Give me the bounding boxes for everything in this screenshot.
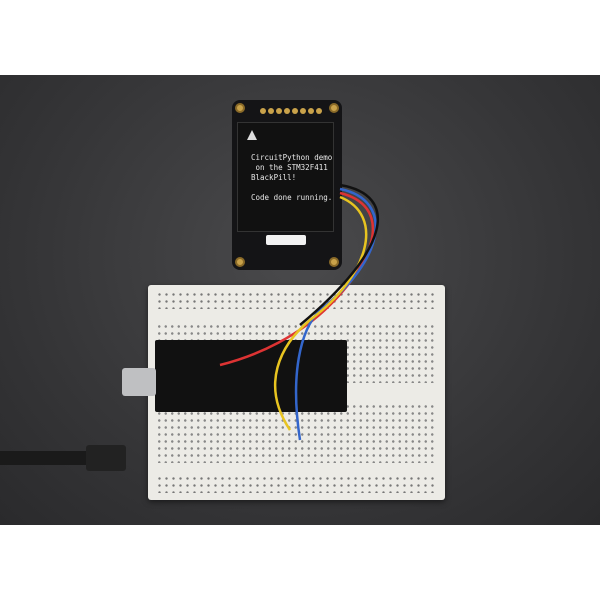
- header-pin: [300, 108, 306, 114]
- photo-background: CircuitPython demo on the STM32F411 Blac…: [0, 75, 600, 525]
- power-rail-bottom: [156, 475, 437, 493]
- screen-text: CircuitPython demo on the STM32F411 Blac…: [251, 153, 333, 202]
- mount-hole: [235, 103, 245, 113]
- header-pin: [292, 108, 298, 114]
- blinka-logo-icon: [247, 130, 257, 140]
- power-rail-top: [156, 291, 437, 309]
- header-pin: [308, 108, 314, 114]
- wire-red: [219, 191, 375, 367]
- mount-hole: [329, 103, 339, 113]
- sticker-label: [266, 235, 306, 245]
- oled-screen: CircuitPython demo on the STM32F411 Blac…: [237, 122, 334, 232]
- wire-blue: [294, 187, 377, 441]
- usb-plug: [86, 445, 126, 471]
- header-pin: [316, 108, 322, 114]
- wire-black: [299, 183, 379, 326]
- oled-display-board: CircuitPython demo on the STM32F411 Blac…: [232, 100, 342, 270]
- mount-hole: [235, 257, 245, 267]
- blackpill-board: [155, 340, 347, 412]
- header-pin: [276, 108, 282, 114]
- mount-hole: [329, 257, 339, 267]
- wire-yellow: [273, 195, 368, 431]
- jumper-wires: [219, 183, 379, 441]
- header-pin: [260, 108, 266, 114]
- usb-c-connector: [122, 368, 156, 396]
- header-pin: [268, 108, 274, 114]
- header-pin: [284, 108, 290, 114]
